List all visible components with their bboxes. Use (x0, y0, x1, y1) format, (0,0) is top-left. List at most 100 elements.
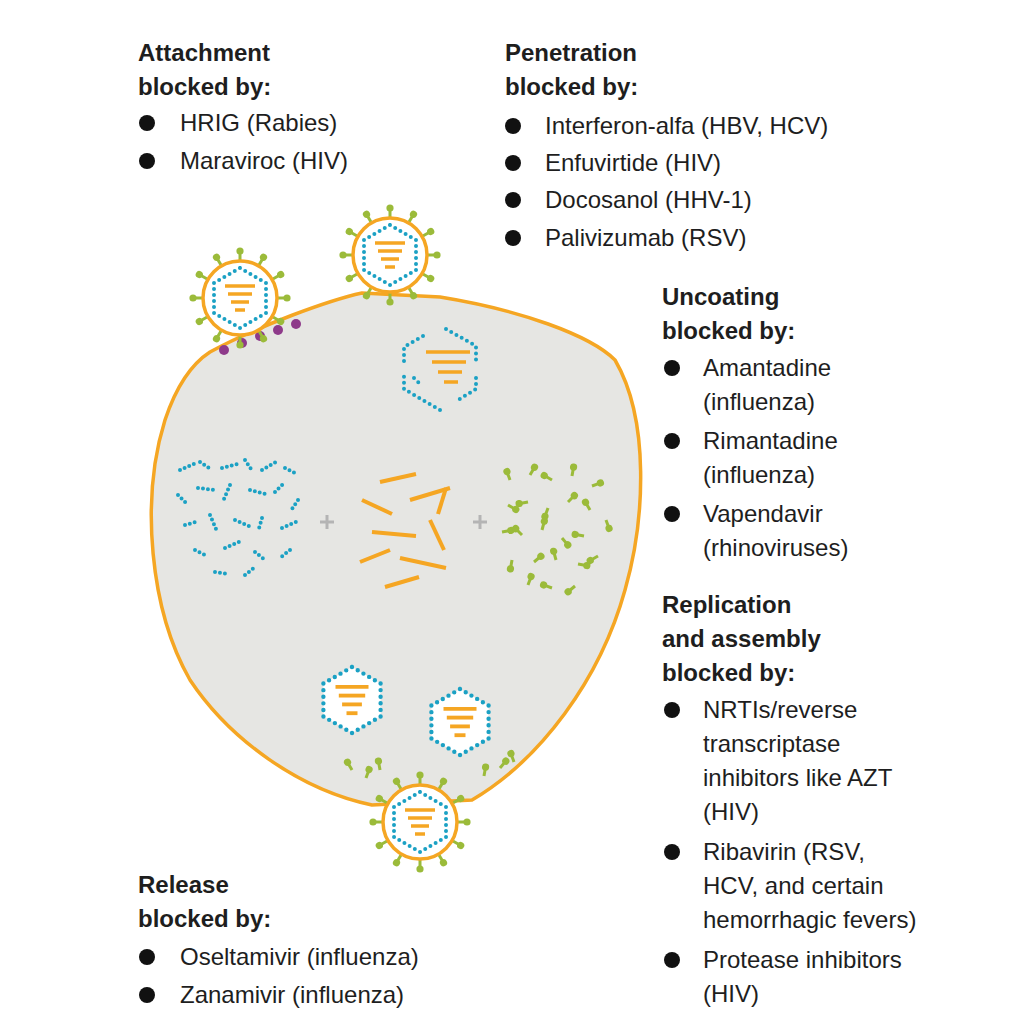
plus-sign (320, 515, 334, 529)
genome-segment (430, 520, 444, 550)
envelope-protein (568, 463, 577, 477)
capsid-fragment (414, 378, 420, 384)
stage-heading: Penetration blocked by: (505, 36, 675, 104)
drug-item: Rimantadine (influenza) (703, 424, 871, 492)
bullet (139, 153, 155, 169)
genome-segment (362, 500, 392, 514)
envelope-protein (539, 517, 549, 531)
genome-strand (438, 370, 462, 374)
protein-fragment (258, 518, 262, 532)
protein-fragment (200, 462, 212, 470)
drug-item: Amantadine (influenza) (703, 351, 871, 419)
envelope-protein (581, 497, 594, 512)
receptor (219, 345, 229, 355)
genome-segment (438, 488, 446, 514)
drug-item: Interferon-alfa (HBV, HCV) (545, 109, 828, 143)
envelope-protein (591, 478, 605, 489)
bullet (139, 115, 155, 131)
envelope-protein (527, 462, 540, 477)
penetrating-virus (339, 204, 440, 305)
drug-item: Vapendavir (rhinoviruses) (703, 497, 871, 565)
envelope-protein (502, 467, 513, 481)
protein-fragment (224, 485, 230, 499)
genome-segment (372, 532, 416, 536)
drug-item: Ribavirin (RSV, HCV, and certain hemorrh… (703, 835, 924, 937)
envelope-protein (343, 757, 356, 772)
protein-fragment (225, 542, 239, 548)
protein-fragment (275, 482, 285, 492)
receptor (291, 319, 301, 329)
envelope-protein (515, 498, 529, 507)
envelope-protein (585, 553, 600, 566)
assembled-capsid (323, 667, 380, 733)
genome-segment (400, 558, 446, 568)
bullet (664, 506, 680, 522)
protein-fragment (178, 495, 188, 505)
genome-segments (360, 474, 450, 587)
releasing-virus (369, 771, 470, 872)
bullet (139, 949, 155, 965)
protein-fragment (195, 550, 207, 556)
protein-fragment (282, 522, 296, 528)
attaching-virus (189, 247, 290, 348)
protein-fragment (262, 462, 276, 470)
genome-strand (444, 380, 458, 384)
plus-sign (473, 515, 487, 529)
protein-fragment (210, 515, 216, 529)
bullet (664, 433, 680, 449)
stage-heading: Release blocked by: (138, 868, 308, 936)
receptor (273, 325, 283, 335)
host-cell (151, 293, 640, 805)
bullet (505, 118, 521, 134)
bullet (664, 844, 680, 860)
capsid-fragment (458, 378, 476, 400)
stage-heading: Attachment blocked by: (138, 36, 308, 104)
envelope-protein (374, 757, 383, 771)
protein-fragment (280, 550, 290, 558)
protein-fragment (222, 464, 238, 468)
protein-fragment (180, 464, 194, 470)
envelope-protein (563, 583, 577, 597)
drug-item: HRIG (Rabies) (180, 106, 337, 140)
envelope-protein (549, 547, 559, 561)
envelope-protein (565, 491, 579, 505)
protein-fragment (245, 460, 253, 472)
protein-fragment (215, 572, 229, 574)
envelope-protein (532, 551, 546, 565)
assembled-capsid (431, 689, 488, 755)
envelope-protein (511, 524, 525, 538)
envelope-protein (539, 471, 554, 484)
protein-fragment (285, 468, 297, 474)
envelope-proteins (501, 462, 613, 597)
envelope-protein (480, 763, 489, 777)
bullet (139, 987, 155, 1003)
genome-strand (426, 350, 470, 354)
envelope-protein (539, 580, 553, 591)
protein-fragment (235, 520, 249, 526)
envelope-protein (506, 749, 517, 763)
envelope-protein (363, 765, 374, 779)
envelope-protein (525, 572, 536, 586)
drug-item: Oseltamivir (influenza) (180, 940, 419, 974)
envelope-protein (603, 519, 614, 533)
protein-fragment (250, 490, 266, 494)
drug-item: Palivizumab (RSV) (545, 221, 746, 255)
capsid-proteins (178, 460, 298, 575)
envelope-protein (571, 530, 585, 539)
bullet (505, 192, 521, 208)
stage-heading: Replication and assembly blocked by: (662, 588, 832, 690)
envelope-protein (497, 756, 511, 770)
protein-fragment (198, 488, 214, 490)
capsid-fragment (404, 376, 440, 410)
capsid-fragment (446, 329, 476, 364)
bullet (664, 702, 680, 718)
genome-segment (360, 550, 390, 562)
genome-strand (432, 360, 466, 364)
envelope-protein (506, 559, 515, 573)
bullet (505, 230, 521, 246)
uncoating-capsid (404, 329, 476, 410)
bullet (505, 155, 521, 171)
drug-item: Zanamivir (influenza) (180, 978, 404, 1012)
